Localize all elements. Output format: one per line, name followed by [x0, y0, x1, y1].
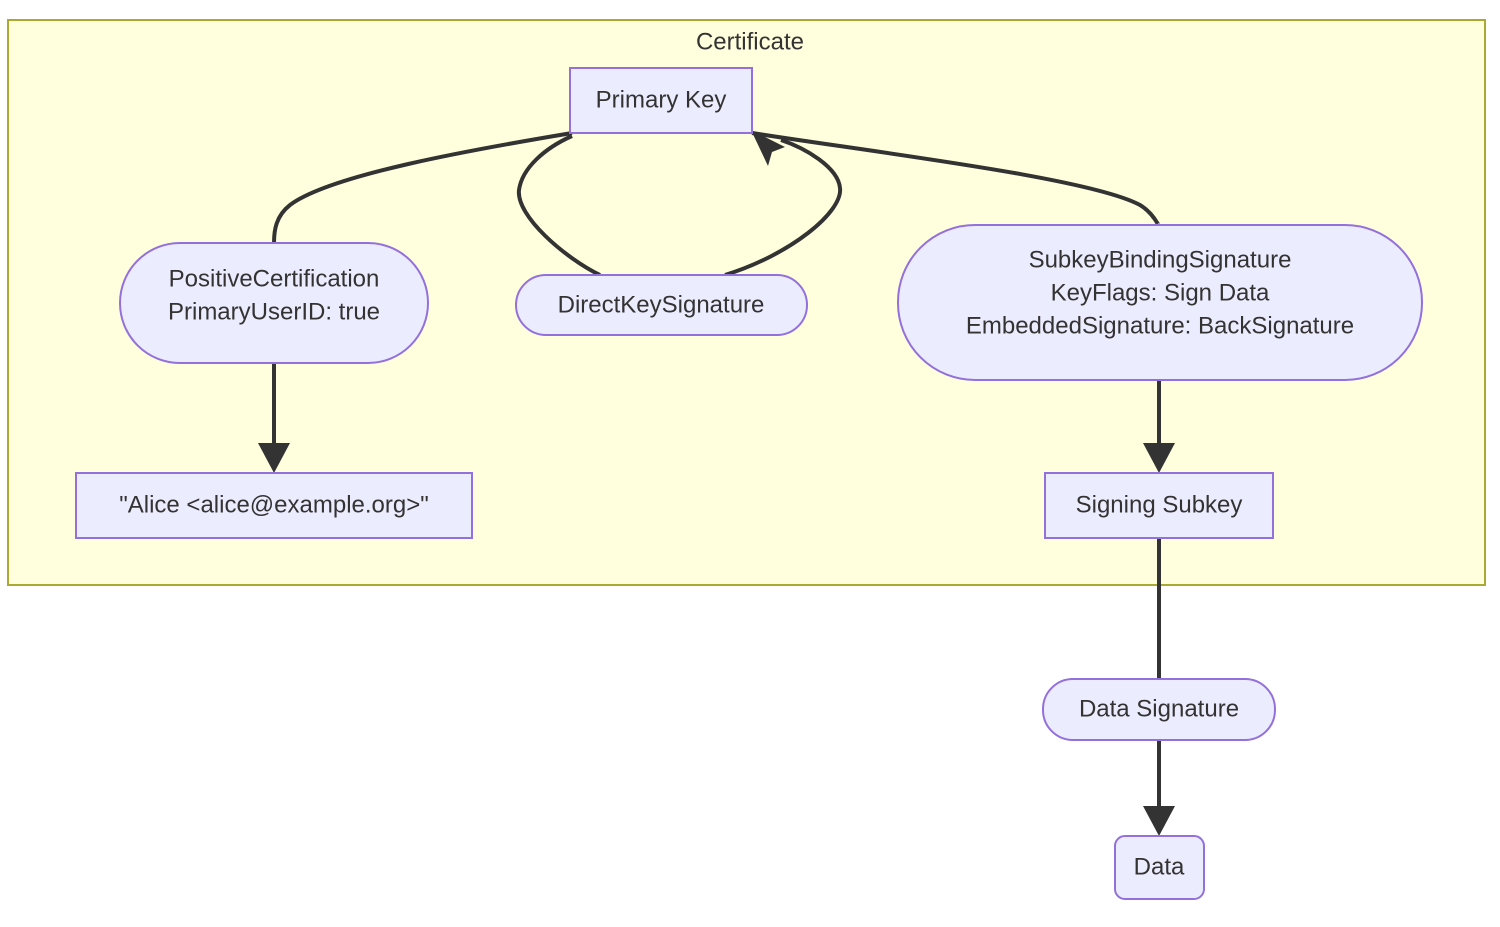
node-user-id-label: "Alice <alice@example.org>"	[119, 491, 429, 518]
node-data-signature[interactable]: Data Signature	[1042, 678, 1276, 741]
node-primary-key-shape[interactable]	[569, 67, 753, 134]
node-data-label: Data	[1134, 853, 1185, 880]
node-data-shape[interactable]	[1114, 835, 1205, 900]
node-data[interactable]: Data	[1114, 835, 1205, 900]
edge-direct-to-primary	[724, 138, 843, 277]
node-positive-certification-label-line-1: PositiveCertification	[169, 265, 380, 292]
edge-primary-to-subkeybinding	[751, 131, 1161, 228]
node-subkey-binding-signature-label-line-1: SubkeyBindingSignature	[1029, 246, 1292, 273]
edge-layer	[258, 130, 1175, 836]
node-subkey-binding-signature[interactable]: SubkeyBindingSignature KeyFlags: Sign Da…	[897, 224, 1423, 381]
edge-datasignature-to-data-arrowhead	[1143, 806, 1175, 836]
node-data-signature-label: Data Signature	[1079, 695, 1239, 722]
node-subkey-binding-signature-shape[interactable]	[897, 224, 1423, 381]
node-user-id-shape[interactable]	[75, 472, 473, 539]
node-positive-certification-shape[interactable]	[119, 242, 429, 364]
node-data-signature-shape[interactable]	[1042, 678, 1276, 741]
cluster-certificate-title: Certificate	[696, 28, 804, 55]
edge-positive-to-userid-arrowhead	[258, 443, 290, 473]
node-signing-subkey[interactable]: Signing Subkey	[1044, 472, 1274, 539]
node-direct-key-signature-label: DirectKeySignature	[558, 291, 765, 318]
edge-subkeybinding-to-signingsubkey-arrowhead	[1143, 443, 1175, 473]
node-direct-key-signature[interactable]: DirectKeySignature	[515, 274, 808, 336]
node-subkey-binding-signature-label-line-3: EmbeddedSignature: BackSignature	[966, 312, 1354, 339]
edge-direct-to-primary-arrowhead	[751, 130, 785, 166]
node-user-id[interactable]: "Alice <alice@example.org>"	[75, 472, 473, 539]
edge-primary-to-positive	[272, 131, 573, 244]
node-signing-subkey-shape[interactable]	[1044, 472, 1274, 539]
node-primary-key-label: Primary Key	[596, 86, 727, 113]
node-positive-certification-label-line-2: PrimaryUserID: true	[168, 298, 380, 325]
node-subkey-binding-signature-label-line-2: KeyFlags: Sign Data	[1051, 279, 1270, 306]
node-layer: Primary Key PositiveCertification Primar…	[75, 67, 1423, 900]
node-positive-certification[interactable]: PositiveCertification PrimaryUserID: tru…	[119, 242, 429, 364]
node-signing-subkey-label: Signing Subkey	[1076, 491, 1243, 518]
node-primary-key[interactable]: Primary Key	[569, 67, 753, 134]
edge-primary-to-direct	[516, 134, 601, 277]
node-direct-key-signature-shape[interactable]	[515, 274, 808, 336]
